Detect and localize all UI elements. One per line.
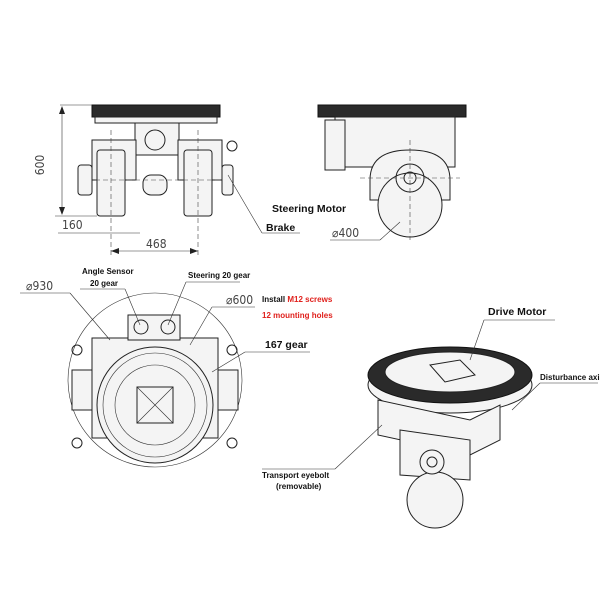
mounting-holes-label: 12 mounting holes — [262, 311, 333, 320]
eyebolt-removable-label: (removable) — [276, 482, 322, 491]
side-view: Steering Motor ⌀400 — [272, 104, 467, 241]
steering-gear-label: Steering 20 gear — [188, 271, 250, 280]
turntable-top — [91, 104, 221, 118]
steering-motor-body — [324, 119, 346, 171]
eyebolt-icon — [226, 140, 238, 152]
angle-sensor-label: Angle Sensor — [82, 267, 134, 276]
outer-diameter-dimension: ⌀930 — [26, 279, 53, 293]
install-screws-label: Install M12 screws — [262, 295, 333, 304]
wheel-spacing-dimension: 468 — [146, 237, 167, 251]
isometric-view: Drive Motor Disturbance axis Transport e… — [262, 306, 600, 529]
steering-gear-icon — [160, 319, 176, 335]
center-bore — [144, 129, 166, 151]
outer-diameter-circle — [67, 292, 243, 468]
steering-motor-label: Steering Motor — [272, 203, 346, 215]
disturbance-axis-label: Disturbance axis — [540, 373, 600, 382]
angle-sensor-gear-label: 20 gear — [90, 279, 118, 288]
angle-sensor-gear-icon — [133, 319, 149, 335]
wheel-diameter-dimension: ⌀400 — [332, 226, 359, 240]
drive-motor-label: Drive Motor — [488, 306, 546, 318]
brake-label: Brake — [266, 222, 295, 234]
bolt-circle-dimension: ⌀600 — [226, 293, 253, 307]
front-view: 600 160 468 Brake — [33, 104, 300, 255]
eyebolt-label: Transport eyebolt — [262, 471, 329, 480]
height-dimension: 600 — [33, 155, 47, 176]
iso-drive-wheel — [406, 471, 464, 529]
offset-dimension: 160 — [62, 218, 83, 232]
gear-167-label: 167 gear — [265, 339, 308, 351]
top-view: ⌀930 Angle Sensor 20 gear Steering 20 ge… — [20, 267, 333, 468]
